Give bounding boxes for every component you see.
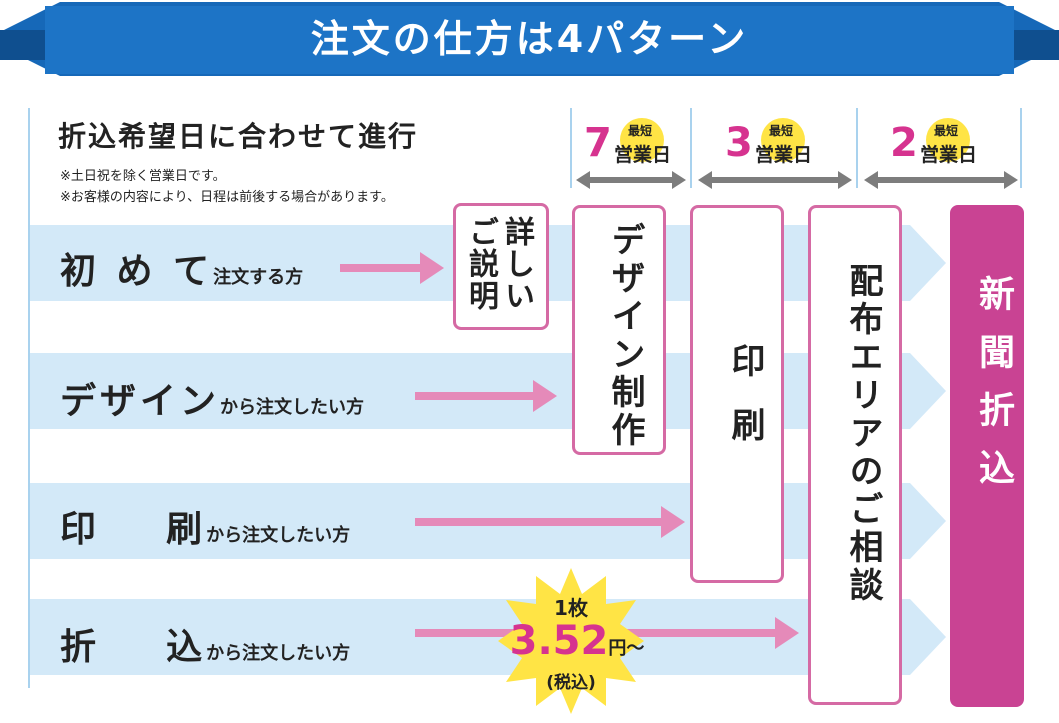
column-divider [690, 108, 692, 188]
shortest-badge [761, 118, 805, 162]
column-divider [1020, 108, 1022, 188]
shortest-label: 最短 [628, 124, 653, 138]
days-number: 3 [725, 120, 753, 166]
newspaper-insert-box: 新聞折込 [950, 205, 1024, 707]
row-subtitle: から注文したい方 [206, 525, 351, 546]
note-2: ※お客様の内容により、日程は前後する場合があります。 [60, 190, 394, 205]
shortest-badge [620, 118, 664, 162]
duration-header-insert: 最短 2 営業日 [890, 118, 990, 168]
title-banner [0, 2, 1059, 76]
row-title: デザイン [60, 381, 221, 422]
days-number: 2 [890, 120, 918, 166]
heading: 折込希望日に合わせて進行 [58, 120, 419, 153]
row-first-time: 初 め て注文する方 [60, 242, 303, 294]
row-subtitle: から注文したい方 [220, 397, 365, 418]
price-unit: 円～ [608, 638, 645, 659]
row-title: 折 込 [60, 627, 207, 668]
design-text: デザイン制作 [605, 222, 645, 450]
newspaper-text: 新聞折込 [973, 275, 1014, 507]
area-consultation-box: 配布エリアのご相談 [808, 205, 902, 705]
row-title: 印 刷 [60, 509, 207, 550]
row-subtitle: 注文する方 [213, 267, 304, 288]
price-amount: 3.52 [509, 618, 609, 664]
print-text: 印刷 [725, 343, 765, 471]
price-starburst [498, 568, 644, 714]
column-divider [856, 108, 858, 188]
duration-header-print: 最短 3 営業日 [725, 118, 825, 168]
days-unit: 営業日 [920, 144, 978, 166]
row-title: 初 め て [60, 251, 214, 292]
days-unit: 営業日 [755, 144, 813, 166]
row-subtitle: から注文したい方 [206, 643, 351, 664]
price: 3.52円～ [502, 618, 652, 664]
shortest-label: 最短 [934, 124, 959, 138]
shortest-label: 最短 [769, 124, 794, 138]
days-unit: 営業日 [614, 144, 672, 166]
duration-header-design: 最短 7 営業日 [584, 118, 684, 168]
row-design: デザインから注文したい方 [60, 372, 364, 424]
row-insert: 折 込から注文したい方 [60, 618, 350, 670]
price-per-sheet: 1枚 [554, 596, 588, 620]
price-tax: (税込) [546, 673, 596, 693]
row-print: 印 刷から注文したい方 [60, 500, 350, 552]
print-box: 印刷 [690, 205, 784, 583]
page-title: 注文の仕方は4パターン [310, 17, 749, 61]
design-box: デザイン制作 [572, 205, 666, 455]
details-box: 詳しいご説明 [453, 203, 549, 330]
days-number: 7 [584, 120, 612, 166]
note-1: ※土日祝を除く営業日です。 [60, 169, 226, 184]
details-text: 詳しいご説明 [463, 216, 534, 312]
shortest-badge [926, 118, 970, 162]
column-divider [570, 108, 572, 188]
area-text: 配布エリアのご相談 [843, 263, 883, 605]
duration-arrows [576, 171, 1018, 189]
left-border [28, 108, 30, 688]
